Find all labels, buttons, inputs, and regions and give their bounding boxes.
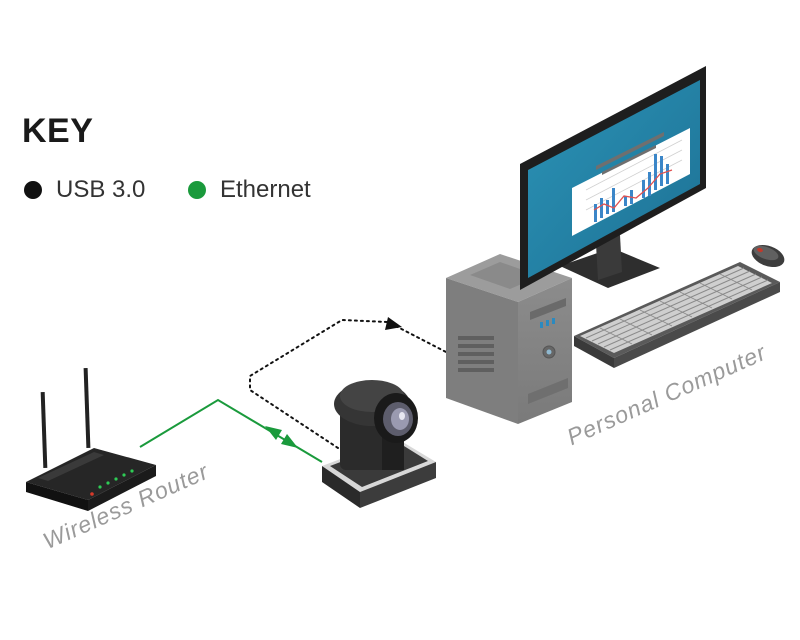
mouse-icon bbox=[751, 244, 785, 268]
ethernet-arrow-icon bbox=[265, 426, 282, 440]
legend-label-ethernet: Ethernet bbox=[220, 176, 311, 203]
wireless-router-icon bbox=[26, 367, 156, 511]
computer-tower-icon bbox=[446, 254, 572, 424]
keyboard-icon bbox=[574, 262, 780, 368]
usb-connection bbox=[249, 317, 447, 449]
legend-label-usb: USB 3.0 bbox=[56, 176, 146, 203]
ethernet-connection bbox=[139, 398, 323, 463]
ethernet-arrow-icon bbox=[281, 434, 298, 448]
key-title: KEY bbox=[22, 112, 94, 150]
ptz-camera-icon bbox=[322, 380, 436, 508]
legend-item-ethernet: Ethernet bbox=[188, 176, 311, 204]
legend-item-usb: USB 3.0 bbox=[24, 176, 145, 204]
usb-arrow-icon bbox=[385, 317, 402, 330]
monitor-icon bbox=[520, 66, 706, 290]
black-dot-icon bbox=[24, 181, 42, 199]
green-dot-icon bbox=[188, 181, 206, 199]
